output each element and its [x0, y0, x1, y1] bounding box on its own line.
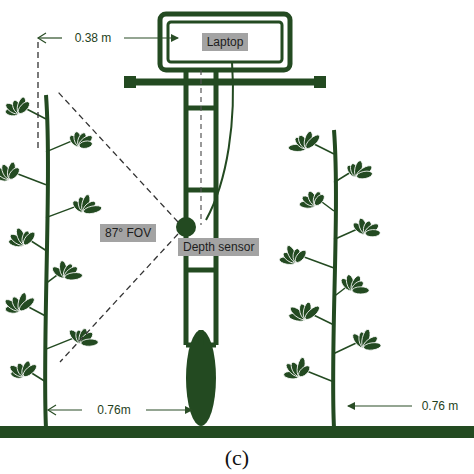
cart-frame — [128, 14, 322, 345]
device-label: Laptop — [202, 33, 249, 51]
figure-caption: (c) — [225, 446, 249, 470]
dimension-label: 0.76 m — [420, 399, 461, 413]
node-text: 87° FOV — [105, 226, 151, 240]
dimension-label: 0.38 m — [73, 31, 114, 45]
fov-label: 87° FOV — [100, 224, 156, 242]
cassava-plants — [0, 95, 381, 428]
node-text: Depth sensor — [183, 240, 254, 254]
ground — [0, 426, 474, 438]
dimension-label: 0.76m — [95, 403, 132, 417]
sensor-label: Depth sensor — [178, 238, 259, 256]
depth-sensor — [176, 217, 196, 237]
wheel — [186, 330, 216, 426]
fov-lines — [38, 42, 178, 362]
node-text: Laptop — [207, 35, 244, 49]
cable — [206, 62, 233, 220]
